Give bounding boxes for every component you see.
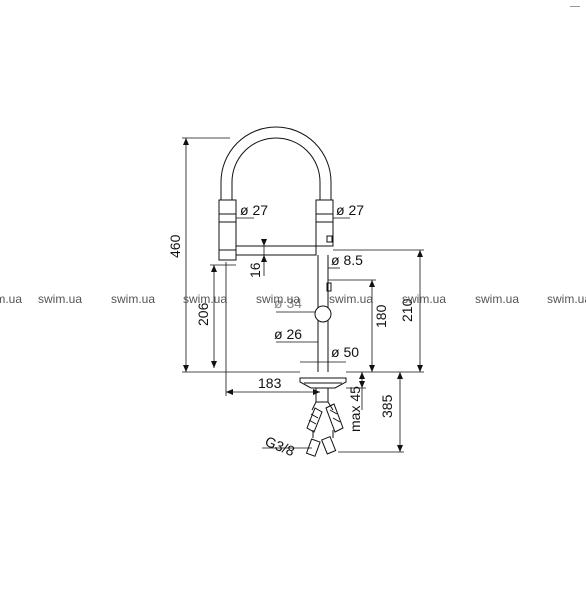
watermark-text: swim.ua [475, 292, 519, 306]
watermark-text: swim.ua [402, 292, 446, 306]
dim-hose-length: 385 [379, 394, 395, 418]
watermark-text: swim.ua [329, 292, 373, 306]
dim-body-height: 180 [373, 304, 389, 328]
dim-spout-dia-right: ø 27 [336, 202, 364, 218]
dim-spout-thickness: 16 [247, 262, 263, 278]
dim-height-total: 460 [167, 234, 183, 258]
dim-base-dia: ø 50 [331, 344, 359, 360]
watermark-text: swim.ua [0, 292, 22, 306]
spout-arc-inner [231, 137, 321, 200]
dim-hose-dia: ø 8.5 [331, 252, 363, 268]
dim-outlet-height: 210 [399, 298, 415, 322]
dim-spout-dia-left: ø 27 [240, 202, 268, 218]
hose-left [306, 407, 323, 433]
dim-reach: 183 [258, 375, 282, 391]
spray-head-left [218, 199, 237, 261]
dim-max-deck: max 45 [347, 386, 363, 432]
dim-spout-height: 206 [195, 302, 211, 326]
watermark-text: swim.ua [256, 292, 300, 306]
watermark-text: swim.ua [38, 292, 82, 306]
connector-left [305, 438, 321, 457]
lever-knob [314, 305, 332, 323]
dim-body-dia: ø 26 [274, 326, 302, 342]
dim-body-dia-top: ø 34 [274, 295, 302, 311]
corner-mark [570, 6, 580, 7]
connector-right [321, 435, 337, 455]
watermark-text: swim.ua [183, 292, 227, 306]
connecting-bar [235, 245, 317, 256]
shank [315, 387, 329, 403]
watermark-text: swim.ua [547, 292, 586, 306]
spout-arc-outer [220, 126, 332, 200]
watermark-text: swim.ua [111, 292, 155, 306]
hose-right [325, 403, 344, 433]
spray-head-right [315, 199, 334, 247]
dim-connection: G3/8 [263, 433, 297, 459]
